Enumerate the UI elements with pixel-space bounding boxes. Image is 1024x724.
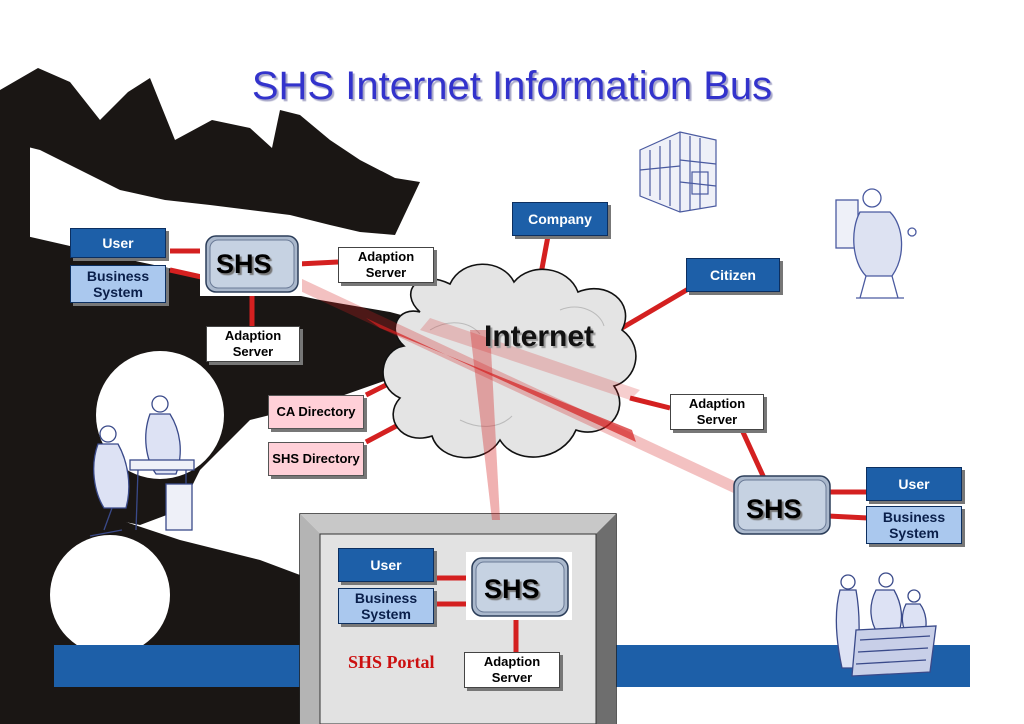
page-title: SHS Internet Information Bus xyxy=(251,64,773,108)
shs-node-right xyxy=(733,475,831,535)
adaption-server-box-portal: Adaption Server xyxy=(464,652,560,688)
shs-label-portal: SHS xyxy=(484,574,540,604)
adaption-server-box-left: Adaption Server xyxy=(206,326,300,362)
ca-directory-box: CA Directory xyxy=(268,395,364,429)
business-system-box-left: Business System xyxy=(70,265,166,303)
seated-worker-icon xyxy=(835,188,917,299)
shs-directory-box: SHS Directory xyxy=(268,442,364,476)
shs-portal-label: SHS Portal xyxy=(348,652,435,672)
adaption-server-box-right: Adaption Server xyxy=(670,394,764,430)
desk-worker-icon xyxy=(89,395,195,537)
user-box-left: User xyxy=(70,228,166,258)
connection-lines xyxy=(169,235,869,652)
meeting-group-icon xyxy=(835,572,937,677)
business-system-box-portal: Business System xyxy=(338,588,434,624)
internet-label: Internet xyxy=(484,320,595,353)
company-box: Company xyxy=(512,202,608,236)
business-system-box-right: Business System xyxy=(866,506,962,544)
shs-node-left xyxy=(200,230,302,296)
information-bus-beams xyxy=(298,278,745,520)
adaption-server-box-top: Adaption Server xyxy=(338,247,434,283)
user-box-portal: User xyxy=(338,548,434,582)
shs-label-left: SHS xyxy=(216,249,272,279)
user-box-right: User xyxy=(866,467,962,501)
office-building-icon xyxy=(639,131,717,213)
citizen-box: Citizen xyxy=(686,258,780,292)
shs-node-portal xyxy=(466,552,572,620)
shs-label-right: SHS xyxy=(746,494,802,524)
